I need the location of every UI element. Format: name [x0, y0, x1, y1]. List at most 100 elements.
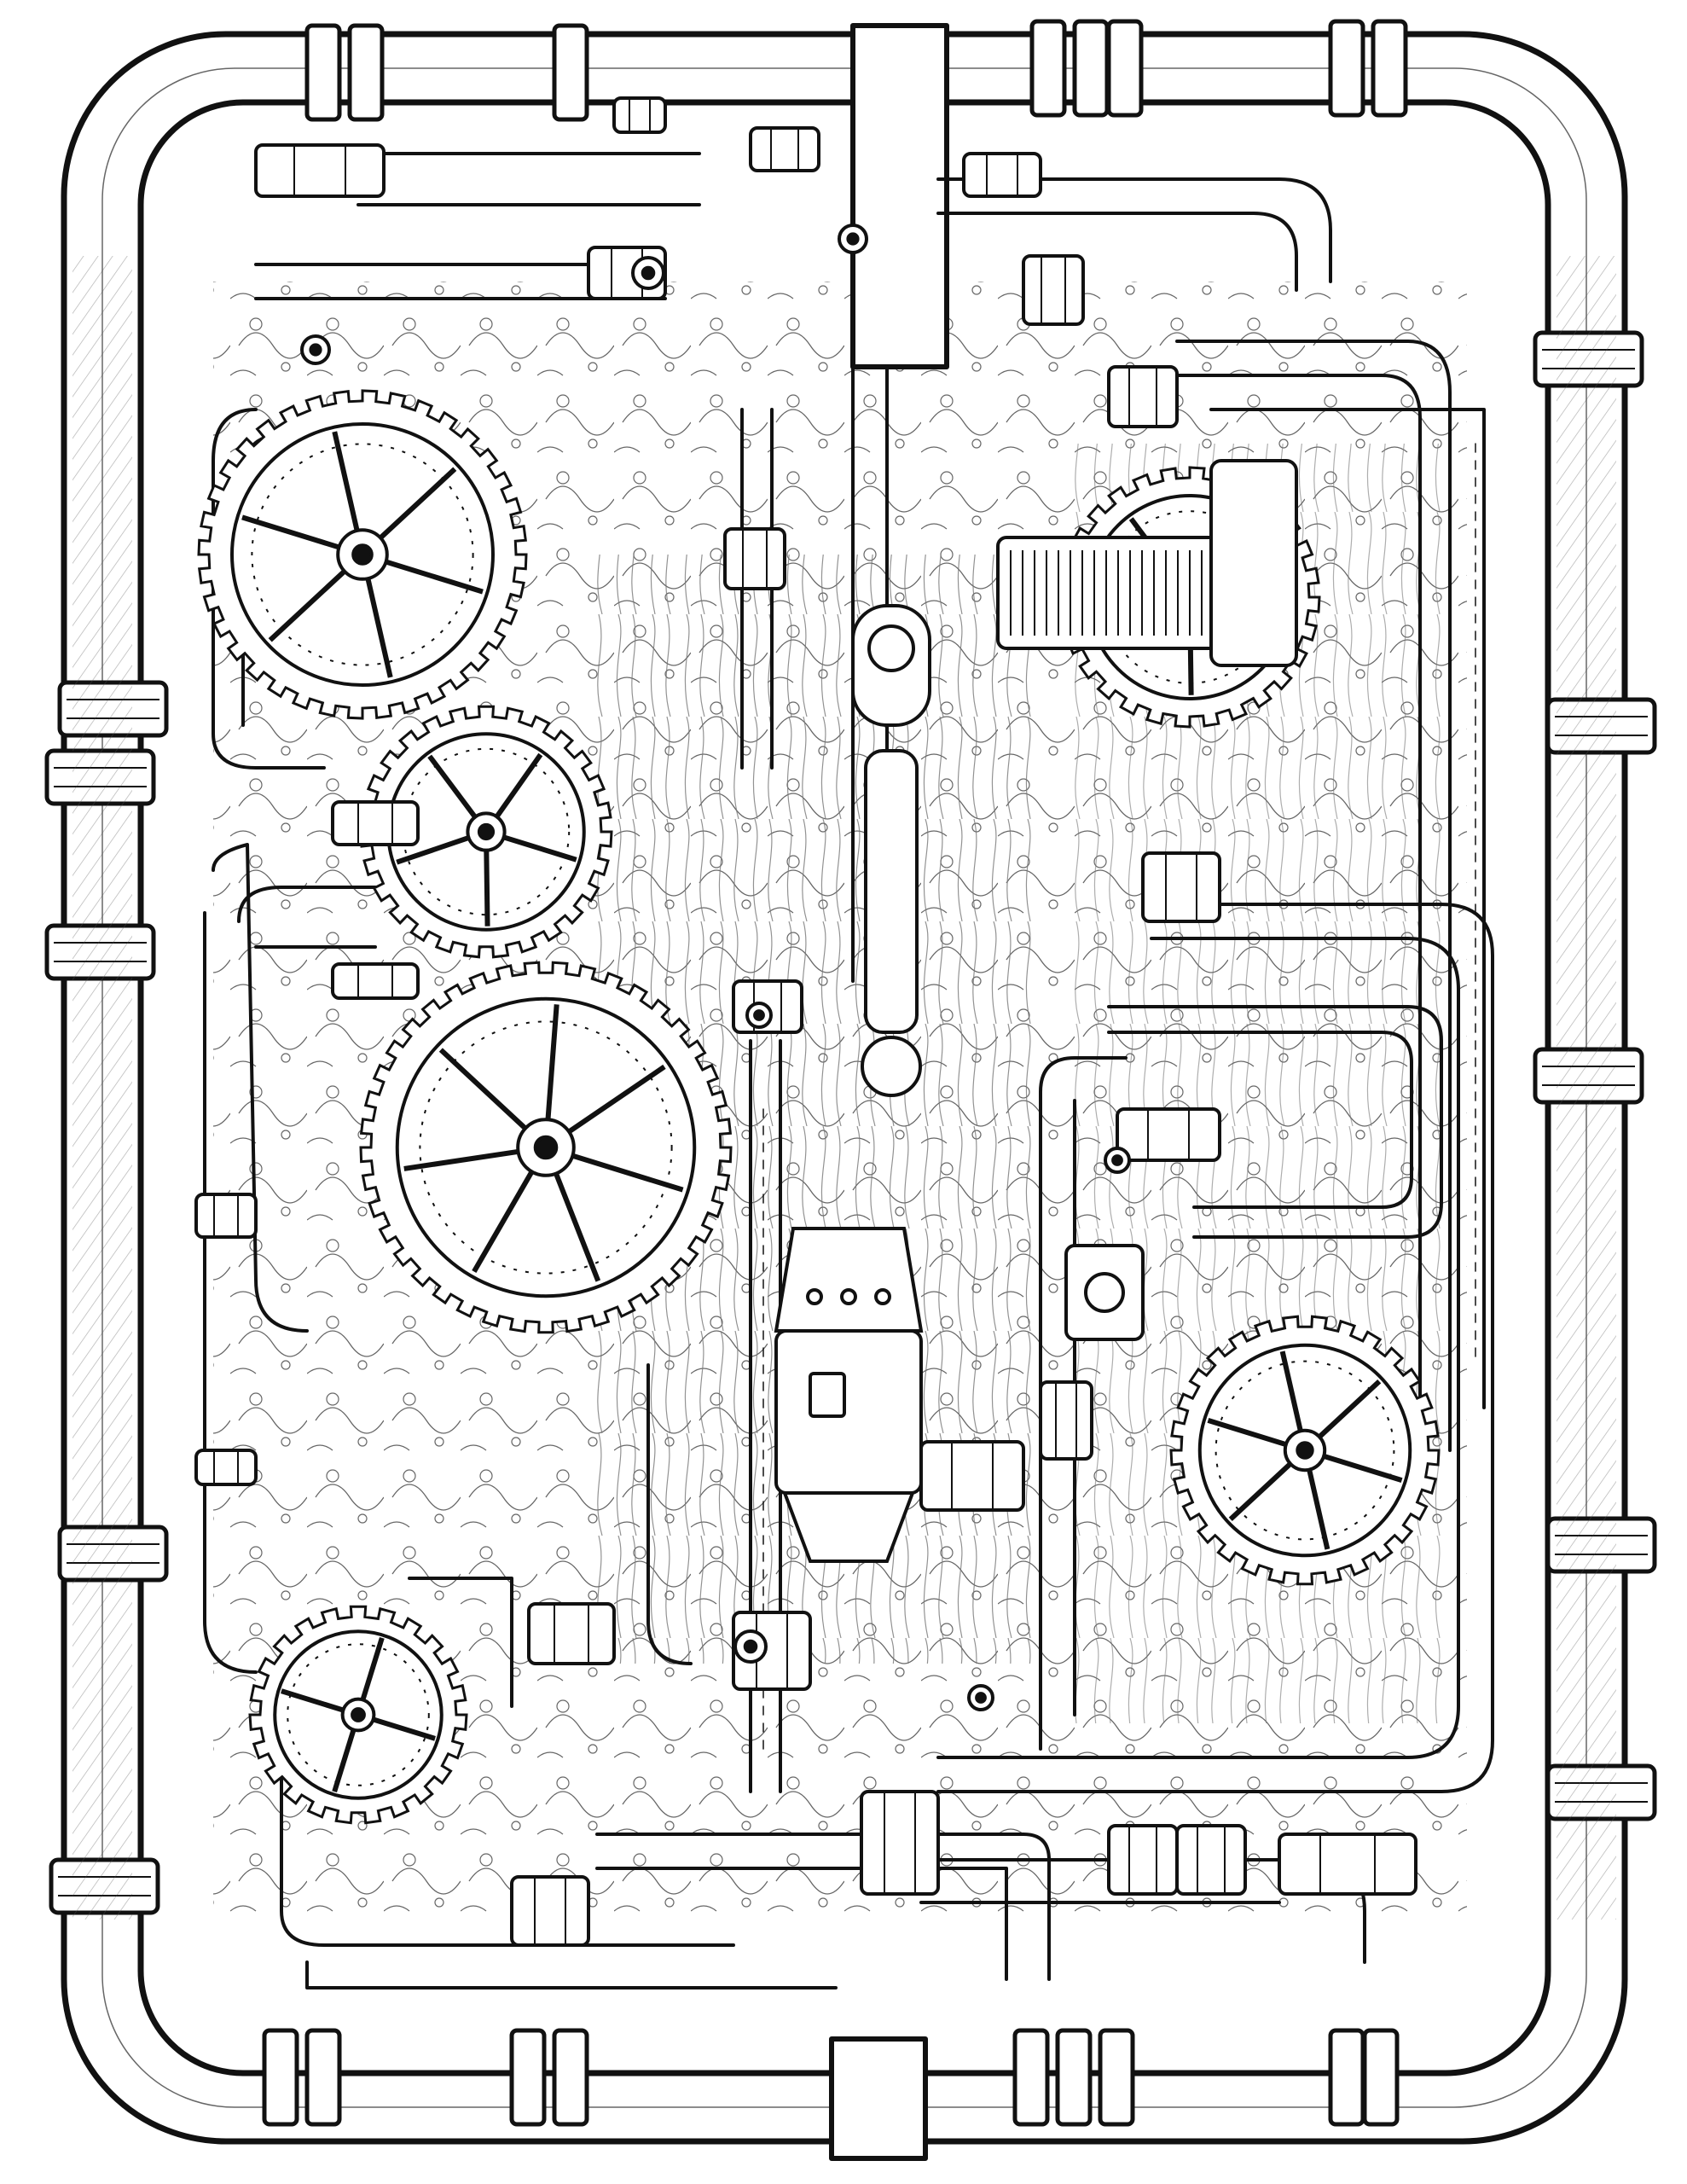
- pipe-valve: [751, 128, 819, 171]
- canister-rivet: [842, 1290, 855, 1304]
- canister-body: [776, 1331, 921, 1493]
- gear-axle: [1297, 1443, 1312, 1457]
- frame-coupling: [264, 2030, 297, 2124]
- pipe-valve: [1109, 367, 1177, 427]
- gear-rivets: [252, 444, 472, 665]
- hand-wheel-center: [755, 1011, 763, 1019]
- frame-coupling: [350, 26, 382, 119]
- pipe-segment: [213, 845, 307, 1331]
- gear-rim: [397, 999, 695, 1297]
- gear-rim: [232, 424, 493, 685]
- pipe-segment: [597, 1868, 1006, 1979]
- gear-right: [1171, 1316, 1439, 1584]
- hand-wheel-center: [977, 1693, 985, 1702]
- pipe-segment: [307, 1962, 836, 1988]
- pipe-segment: [938, 904, 1493, 1792]
- gear-axle: [353, 545, 372, 564]
- hand-wheel-center: [848, 234, 857, 243]
- pipe-segment: [205, 913, 256, 1672]
- hand-wheel-center: [310, 345, 320, 354]
- frame-coupling: [1015, 2030, 1047, 2124]
- pipe-segment: [409, 1578, 512, 1706]
- frame-coupling: [1365, 2030, 1397, 2124]
- pipe-valve: [1279, 1834, 1416, 1894]
- pipe-valve: [1117, 1109, 1220, 1160]
- canister-rivet: [876, 1290, 890, 1304]
- gear-bottom-left: [250, 1606, 467, 1822]
- gauge-dial: [1086, 1274, 1123, 1311]
- pipe-segment: [1109, 1007, 1441, 1237]
- canister-label-plate: [810, 1374, 844, 1416]
- pipe-shading: [1557, 256, 1616, 1920]
- vertical-pipe-section: [866, 751, 917, 1032]
- hand-wheel-center: [745, 1641, 757, 1653]
- pipe-segment: [1177, 341, 1450, 1450]
- inner-pipe-network: [72, 154, 1616, 1988]
- pipe-valve: [196, 1194, 256, 1237]
- pipe-segment: [213, 410, 324, 768]
- pipe-valve: [512, 1877, 588, 1945]
- pipe-fittings: [196, 98, 1416, 1945]
- gear-rivets: [1216, 1362, 1394, 1540]
- gear-middle-left: [361, 706, 612, 957]
- frame-coupling: [307, 2030, 339, 2124]
- pipe-segment: [938, 179, 1330, 282]
- gear-axle: [479, 825, 493, 839]
- pipe-valve: [725, 529, 785, 589]
- pipe-shading: [72, 256, 132, 1920]
- top-tee-pipe: [853, 26, 947, 367]
- canister-bottom: [785, 1493, 913, 1561]
- gear-axle: [352, 1709, 364, 1721]
- pipe-segment: [281, 1706, 733, 1945]
- pipe-segment: [1041, 1058, 1126, 1092]
- frame-coupling: [1075, 21, 1107, 115]
- pipe-valve: [1143, 853, 1220, 921]
- pipe-segment: [938, 213, 1296, 290]
- pipe-valve: [1023, 256, 1083, 324]
- gear-axle: [536, 1137, 557, 1159]
- pipe-valve: [921, 1442, 1023, 1510]
- canister-top: [776, 1228, 921, 1331]
- pipe-valve: [964, 154, 1041, 196]
- pipe-segment: [1177, 375, 1420, 1450]
- frame-coupling: [307, 26, 339, 119]
- frame-coupling: [1330, 21, 1363, 115]
- canister-rivet: [808, 1290, 821, 1304]
- hand-wheel-center: [643, 268, 654, 279]
- pipe-valve: [1041, 1382, 1092, 1459]
- gear-top-left: [199, 391, 526, 718]
- elbow-joint: [862, 1037, 920, 1095]
- pipe-segment: [1211, 410, 1484, 1408]
- pipe-segment: [938, 938, 1458, 1757]
- gear-rivets: [420, 1021, 671, 1273]
- gear-rivets: [287, 1644, 429, 1786]
- frame-coupling: [554, 26, 587, 119]
- pipe-segment: [239, 887, 375, 921]
- pipe-valve: [614, 98, 665, 132]
- pipe-segment: [1109, 1032, 1412, 1207]
- gear-rivets: [403, 749, 569, 915]
- pipe-valve: [333, 802, 418, 845]
- frame-coupling: [1058, 2030, 1090, 2124]
- frame-coupling: [512, 2030, 544, 2124]
- hand-wheel-center: [1113, 1156, 1122, 1165]
- pipe-segment: [648, 1365, 691, 1664]
- pipe-valve: [333, 964, 418, 998]
- bottom-tee-pipe: [832, 2039, 925, 2158]
- frame-coupling: [1032, 21, 1064, 115]
- gear-rim: [1200, 1345, 1411, 1556]
- pipe-valve: [529, 1604, 614, 1664]
- gear-center-left: [361, 962, 731, 1333]
- pipe-valve: [196, 1450, 256, 1484]
- radiator-endcap: [1211, 461, 1296, 665]
- pipe-valve: [256, 145, 384, 196]
- frame-coupling: [1100, 2030, 1133, 2124]
- frame-coupling: [554, 2030, 587, 2124]
- pipe-valve: [1177, 1826, 1245, 1894]
- pipe-valve: [861, 1792, 938, 1894]
- frame-coupling: [1330, 2030, 1363, 2124]
- frame-coupling: [1109, 21, 1141, 115]
- pipe-valve: [1109, 1826, 1177, 1894]
- valve-wheel: [869, 626, 913, 671]
